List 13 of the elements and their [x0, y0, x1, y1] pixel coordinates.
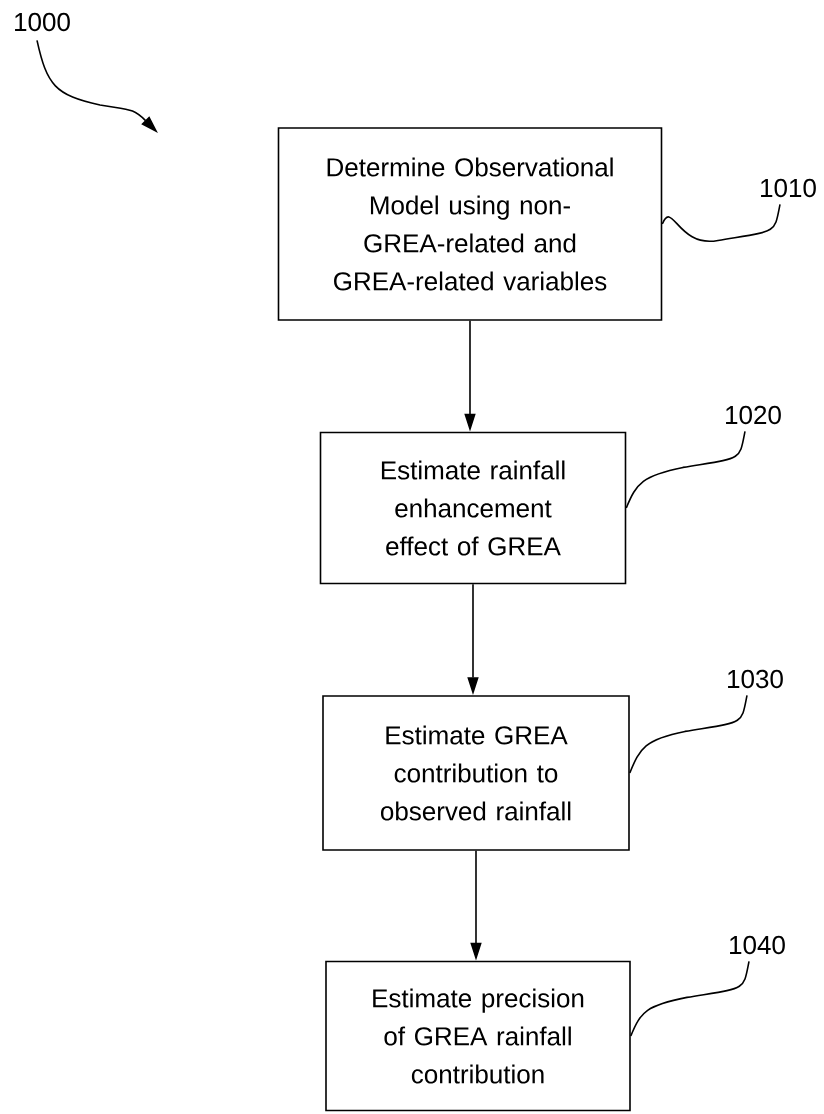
process-box: Estimate rainfall enhancement effect of GREA — [319, 431, 627, 585]
process-box: Estimate precision of GREA rainfall contribution — [325, 960, 631, 1112]
leader-line — [661, 203, 781, 243]
reference-number: 1030 — [728, 669, 783, 689]
reference-number: 1010 — [761, 178, 816, 198]
leader-line — [625, 430, 746, 509]
leader-line — [630, 960, 750, 1037]
reference-number: 1020 — [726, 405, 781, 425]
leader-line — [629, 694, 748, 774]
process-box: Determine Observational Model using non-GREA-related and GREA-related variables — [277, 127, 663, 321]
reference-number: 1040 — [730, 935, 785, 955]
process-box: Estimate GREA contribution to observed rainfall — [322, 695, 630, 851]
reference-number: 1000 — [15, 12, 70, 32]
